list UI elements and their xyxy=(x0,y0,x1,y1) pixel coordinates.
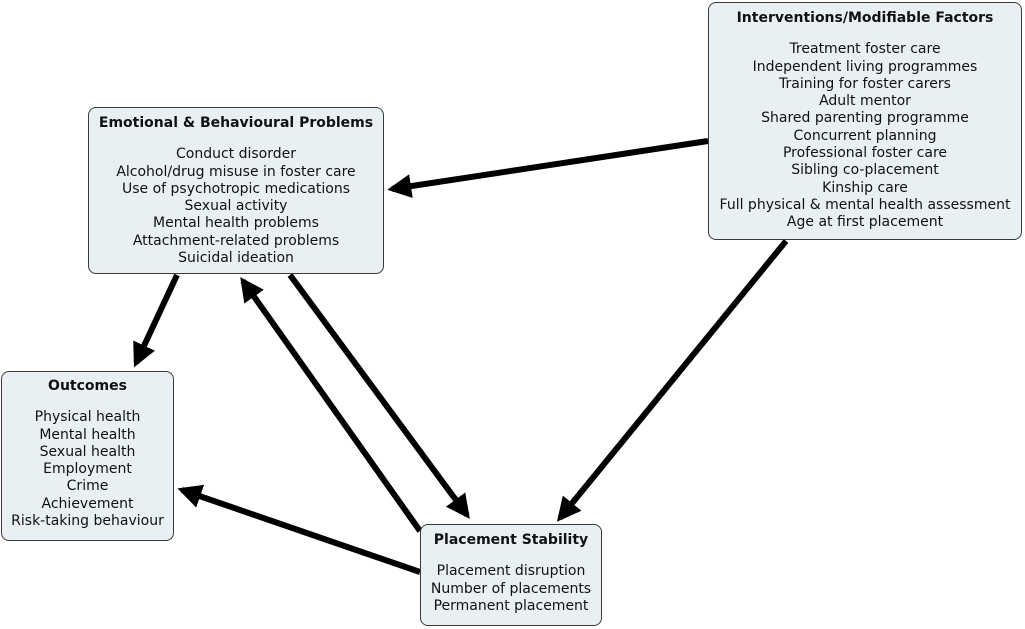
emotional-item: Mental health problems xyxy=(153,215,319,232)
interventions-item: Treatment foster care xyxy=(789,41,941,58)
emotional-item: Suicidal ideation xyxy=(178,250,294,267)
interventions-item: Professional foster care xyxy=(782,145,948,162)
outcomes-item: Physical health xyxy=(34,409,141,426)
emotional-item: Use of psychotropic medications xyxy=(122,180,350,197)
interventions-item: Shared parenting programme xyxy=(761,110,969,127)
placement-item: Permanent placement xyxy=(433,597,589,614)
interventions-item: Concurrent planning xyxy=(793,127,937,144)
interventions-item: Training for foster carers xyxy=(779,75,951,92)
arrow-placement-to-emotional xyxy=(240,277,423,533)
outcomes-title: Outcomes xyxy=(48,378,127,394)
emotional-title: Emotional & Behavioural Problems xyxy=(98,115,374,131)
outcomes-item: Crime xyxy=(66,478,109,495)
arrow-emotional-to-placement xyxy=(287,273,470,519)
interventions-item: Independent living programmes xyxy=(752,58,978,75)
placement-item: Number of placements xyxy=(430,580,592,597)
arrow-interventions-to-emotional xyxy=(387,138,709,198)
outcomes-item: Risk-taking behaviour xyxy=(11,513,164,530)
interventions-item: Sibling co-placement xyxy=(791,162,939,179)
emotional-item: Attachment-related problems xyxy=(132,232,340,249)
arrow-emotional-to-outcomes xyxy=(133,273,180,368)
arrow-placement-to-outcomes xyxy=(177,484,421,575)
placement-stability-box: Placement Stability Placement disruption… xyxy=(420,524,602,626)
outcomes-box: Outcomes Physical health Mental health S… xyxy=(1,371,174,541)
interventions-item: Kinship care xyxy=(822,179,908,196)
outcomes-item: Mental health xyxy=(39,426,136,443)
emotional-behavioural-box: Emotional & Behavioural Problems Conduct… xyxy=(88,107,384,274)
outcomes-item: Sexual health xyxy=(39,443,136,460)
interventions-item: Age at first placement xyxy=(786,214,944,231)
outcomes-item: Achievement xyxy=(41,495,134,512)
emotional-item: Sexual activity xyxy=(184,198,288,215)
interventions-item: Adult mentor xyxy=(819,93,911,110)
placement-item: Placement disruption xyxy=(436,563,586,580)
interventions-title: Interventions/Modifiable Factors xyxy=(736,10,994,26)
placement-title: Placement Stability xyxy=(433,532,589,548)
outcomes-item: Employment xyxy=(43,461,132,478)
emotional-item: Conduct disorder xyxy=(175,146,296,163)
arrow-interventions-to-placement xyxy=(556,239,789,522)
emotional-item: Alcohol/drug misuse in foster care xyxy=(116,163,356,180)
interventions-item: Full physical & mental health assessment xyxy=(719,196,1011,213)
interventions-box: Interventions/Modifiable Factors Treatme… xyxy=(708,2,1022,240)
